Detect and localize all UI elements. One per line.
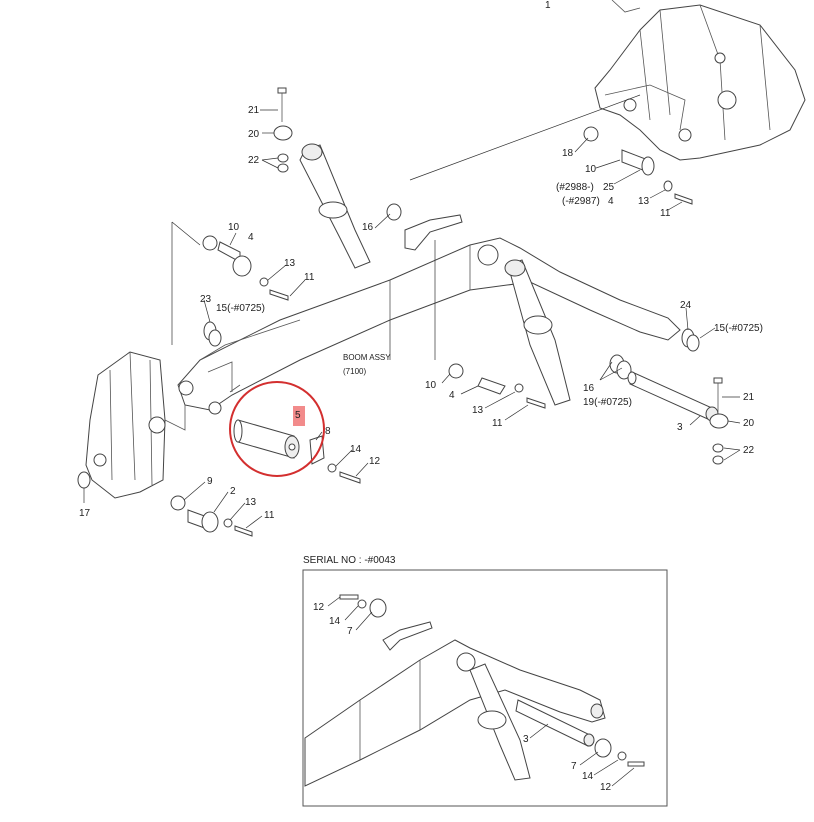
label-23: 23 xyxy=(200,294,212,305)
label-5-highlighted: 5 xyxy=(295,410,301,421)
upper-frame-drawing xyxy=(409,0,806,181)
label-11-center: 11 xyxy=(492,418,503,429)
inset-label-14-bottom: 14 xyxy=(582,771,594,782)
label-13-left: 13 xyxy=(284,258,296,269)
label-11-upper: 11 xyxy=(660,208,671,219)
label-13-center: 13 xyxy=(472,405,484,416)
label-21-right: 21 xyxy=(743,392,755,403)
arm-bracket-drawing xyxy=(85,351,186,499)
label-2: 2 xyxy=(230,486,236,497)
inset-label-7-bottom: 7 xyxy=(571,761,577,772)
label-1: 1 xyxy=(545,0,551,11)
label-19: 19(-#0725) xyxy=(583,397,632,408)
label-18: 18 xyxy=(562,148,574,159)
label-22-right: 22 xyxy=(743,445,755,456)
label-15-left: 15(-#0725) xyxy=(216,303,265,314)
inset-title: SERIAL NO : -#0043 xyxy=(303,555,396,566)
label-11-left: 11 xyxy=(304,272,315,283)
label-4-center: 4 xyxy=(449,390,455,401)
assembly-ref: (7100) xyxy=(343,367,366,376)
label-12: 12 xyxy=(369,456,381,467)
label-10-left: 10 xyxy=(228,222,240,233)
label-10-center: 10 xyxy=(425,380,437,391)
label-10-upper: 10 xyxy=(585,164,597,175)
inset-label-12-bottom: 12 xyxy=(600,782,612,793)
label-17: 17 xyxy=(79,508,91,519)
label-20-right: 20 xyxy=(743,418,755,429)
assembly-label: BOOM ASSY xyxy=(343,353,391,362)
label-4-left: 4 xyxy=(248,232,254,243)
leader-lines xyxy=(83,109,741,529)
inset-label-12-top: 12 xyxy=(313,602,325,613)
label-2987: (-#2987) xyxy=(562,196,600,207)
boom-body-drawing xyxy=(177,143,681,415)
label-16-right: 16 xyxy=(583,383,595,394)
label-14: 14 xyxy=(350,444,362,455)
highlight xyxy=(229,381,325,477)
label-22-top: 22 xyxy=(248,155,260,166)
label-3: 3 xyxy=(677,422,683,433)
inset-label-3: 3 xyxy=(523,734,529,745)
inset-label-7-top: 7 xyxy=(347,626,353,637)
label-8: 8 xyxy=(325,426,331,437)
inset-label-14-top: 14 xyxy=(329,616,341,627)
label-13-lower: 13 xyxy=(245,497,257,508)
label-2988: (#2988-) xyxy=(556,182,594,193)
highlight-tag xyxy=(293,406,305,426)
highlight-circle xyxy=(229,381,325,477)
label-25: 25 xyxy=(603,182,615,193)
label-16-top: 16 xyxy=(362,222,374,233)
label-13-upper: 13 xyxy=(638,196,650,207)
serial-inset: SERIAL NO : -#0043 12 14 7 3 xyxy=(302,555,668,807)
label-20-top: 20 xyxy=(248,129,260,140)
part-labels: 1 21 20 22 18 10 (#2988-) 25 (-#2987) 4 … xyxy=(79,0,763,521)
label-24: 24 xyxy=(680,300,692,311)
label-15-right: 15(-#0725) xyxy=(714,323,763,334)
label-11-lower: 11 xyxy=(264,510,275,521)
label-4-upper: 4 xyxy=(608,196,614,207)
label-21-top: 21 xyxy=(248,105,260,116)
label-9: 9 xyxy=(207,476,213,487)
pin-5-drawing xyxy=(233,419,300,459)
